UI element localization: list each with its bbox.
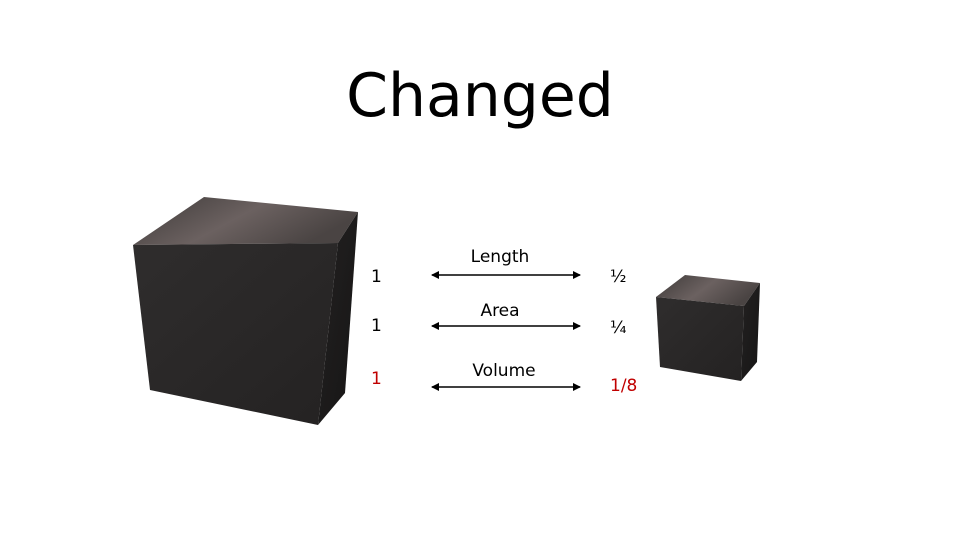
slide-title: Changed bbox=[346, 61, 614, 131]
large-cube-side bbox=[318, 212, 358, 425]
area-label: Area bbox=[480, 301, 520, 321]
volume-label: Volume bbox=[472, 361, 536, 381]
volume-left-value: 1 bbox=[371, 369, 382, 389]
small-cube-side bbox=[741, 283, 760, 381]
volume-right-value: 1/8 bbox=[610, 376, 638, 396]
length-right-value: ½ bbox=[610, 267, 627, 287]
large-cube-top bbox=[133, 197, 358, 245]
area-left-value: 1 bbox=[371, 316, 382, 336]
large-cube bbox=[133, 197, 358, 425]
length-left-value: 1 bbox=[371, 267, 382, 287]
length-label: Length bbox=[470, 247, 530, 267]
small-cube-top bbox=[656, 275, 760, 306]
area-right-value: ¼ bbox=[610, 318, 627, 338]
large-cube-front bbox=[133, 243, 338, 425]
small-cube bbox=[656, 275, 760, 381]
small-cube-front bbox=[656, 297, 744, 381]
